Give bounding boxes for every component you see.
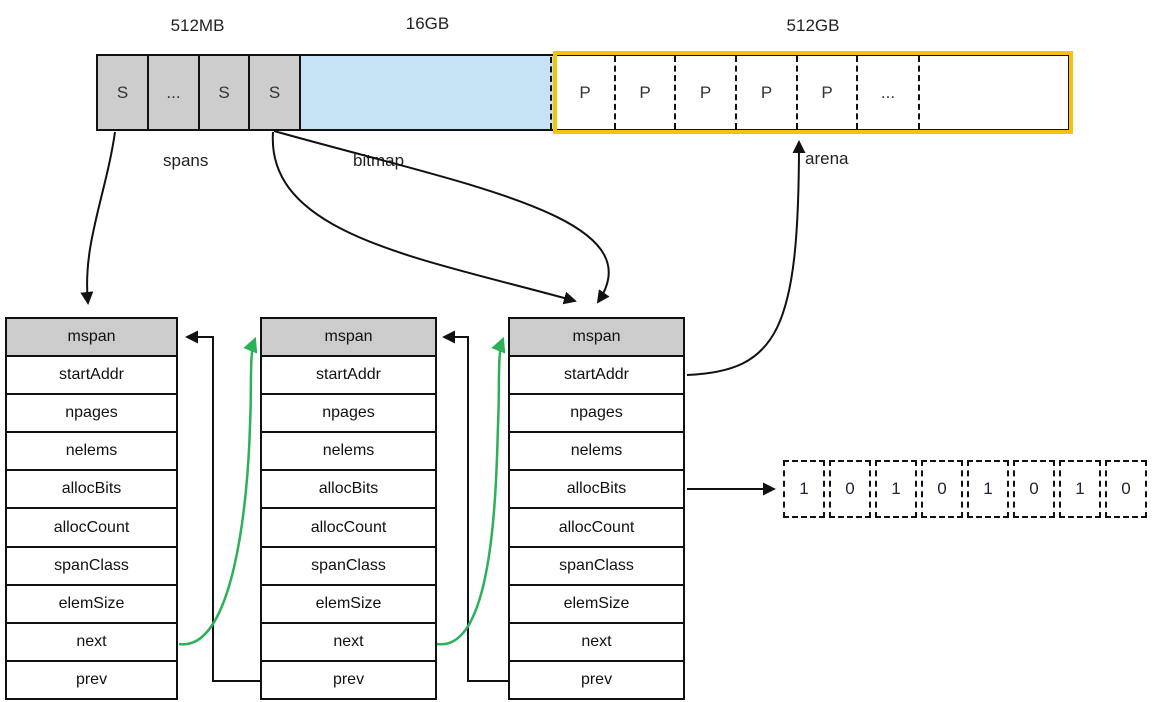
arena-page-cell-5: P [798, 56, 858, 129]
span-cell-1: S [98, 56, 149, 129]
mspan-field-next: next [262, 621, 435, 660]
bit-cell-5: 1 [967, 460, 1009, 518]
mspan-field-prev: prev [510, 659, 683, 698]
mspan-field-alloccount: allocCount [510, 507, 683, 546]
bit-cell-2: 0 [829, 460, 871, 518]
mspan-field-elemsize: elemSize [7, 583, 176, 622]
mspan-field-startaddr: startAddr [510, 355, 683, 394]
arena-left-dashed-divider [550, 57, 552, 129]
mspan-field-elemsize: elemSize [262, 583, 435, 622]
mspan-field-allocbits: allocBits [510, 469, 683, 508]
mspan-field-alloccount: allocCount [7, 507, 176, 546]
span-cell-3: S [200, 56, 250, 129]
mspan-field-elemsize: elemSize [510, 583, 683, 622]
arena-page-cell-3: P [676, 56, 737, 129]
mspan-field-next: next [510, 621, 683, 660]
arena-page-cell-6: ... [858, 56, 920, 129]
mspan-field-npages: npages [262, 393, 435, 432]
bit-cell-3: 1 [875, 460, 917, 518]
arena-page-cell-2: P [616, 56, 676, 129]
bit-cell-1: 1 [783, 460, 825, 518]
mspan3-prev-to-mspan2-arrow [442, 330, 508, 682]
span-cell-4: S [250, 56, 301, 129]
arena-page-cell-1: P [556, 56, 616, 129]
mspan-table-1-header: mspan [7, 319, 176, 356]
bitmap-region [301, 56, 556, 129]
span-cell-to-mspan3-arrow-lower [271, 131, 577, 305]
mspan-field-npages: npages [510, 393, 683, 432]
bit-cell-4: 0 [921, 460, 963, 518]
mspan-field-spanclass: spanClass [510, 545, 683, 584]
mspan-field-npages: npages [7, 393, 176, 432]
arena-pointer-label: arena [805, 149, 849, 168]
mspan2-prev-to-mspan1-arrow [185, 330, 260, 682]
mspan-field-spanclass: spanClass [262, 545, 435, 584]
span-cell-2: ... [149, 56, 200, 129]
mspan-field-nelems: nelems [7, 431, 176, 470]
spans-size-label: 512MB [170, 16, 225, 35]
mspan-field-allocbits: allocBits [7, 469, 176, 508]
mspan-field-nelems: nelems [510, 431, 683, 470]
bitmap-size-label: 16GB [405, 14, 450, 33]
bit-cell-6: 0 [1013, 460, 1055, 518]
mspan-table-2-header: mspan [262, 319, 435, 356]
arena-outline [553, 51, 1073, 134]
mspan-field-alloccount: allocCount [262, 507, 435, 546]
mspan-field-prev: prev [7, 659, 176, 698]
spans-pointer-label: spans [163, 151, 209, 170]
mspan1-next-to-mspan2-arrow [178, 336, 258, 646]
mspan-table-3-header: mspan [510, 319, 683, 356]
mspan-field-next: next [7, 621, 176, 660]
mspan-field-allocbits: allocBits [262, 469, 435, 508]
arena-size-label: 512GB [786, 16, 840, 35]
mspan-field-spanclass: spanClass [7, 545, 176, 584]
bit-cell-8: 0 [1105, 460, 1147, 518]
mspan-field-prev: prev [262, 659, 435, 698]
mspan2-next-to-mspan3-arrow [436, 336, 506, 646]
mspan-field-nelems: nelems [262, 431, 435, 470]
arena-page-cell-4: P [737, 56, 798, 129]
span-cell-to-mspan3-arrow-upper [273, 130, 610, 304]
startaddr-to-arena-arrow [686, 140, 806, 376]
bitmap-pointer-label: bitmap [353, 151, 405, 170]
bit-cell-7: 1 [1059, 460, 1101, 518]
spans-to-mspan1-arrow [80, 131, 116, 305]
mspan-field-startaddr: startAddr [262, 355, 435, 394]
mspan-field-startaddr: startAddr [7, 355, 176, 394]
